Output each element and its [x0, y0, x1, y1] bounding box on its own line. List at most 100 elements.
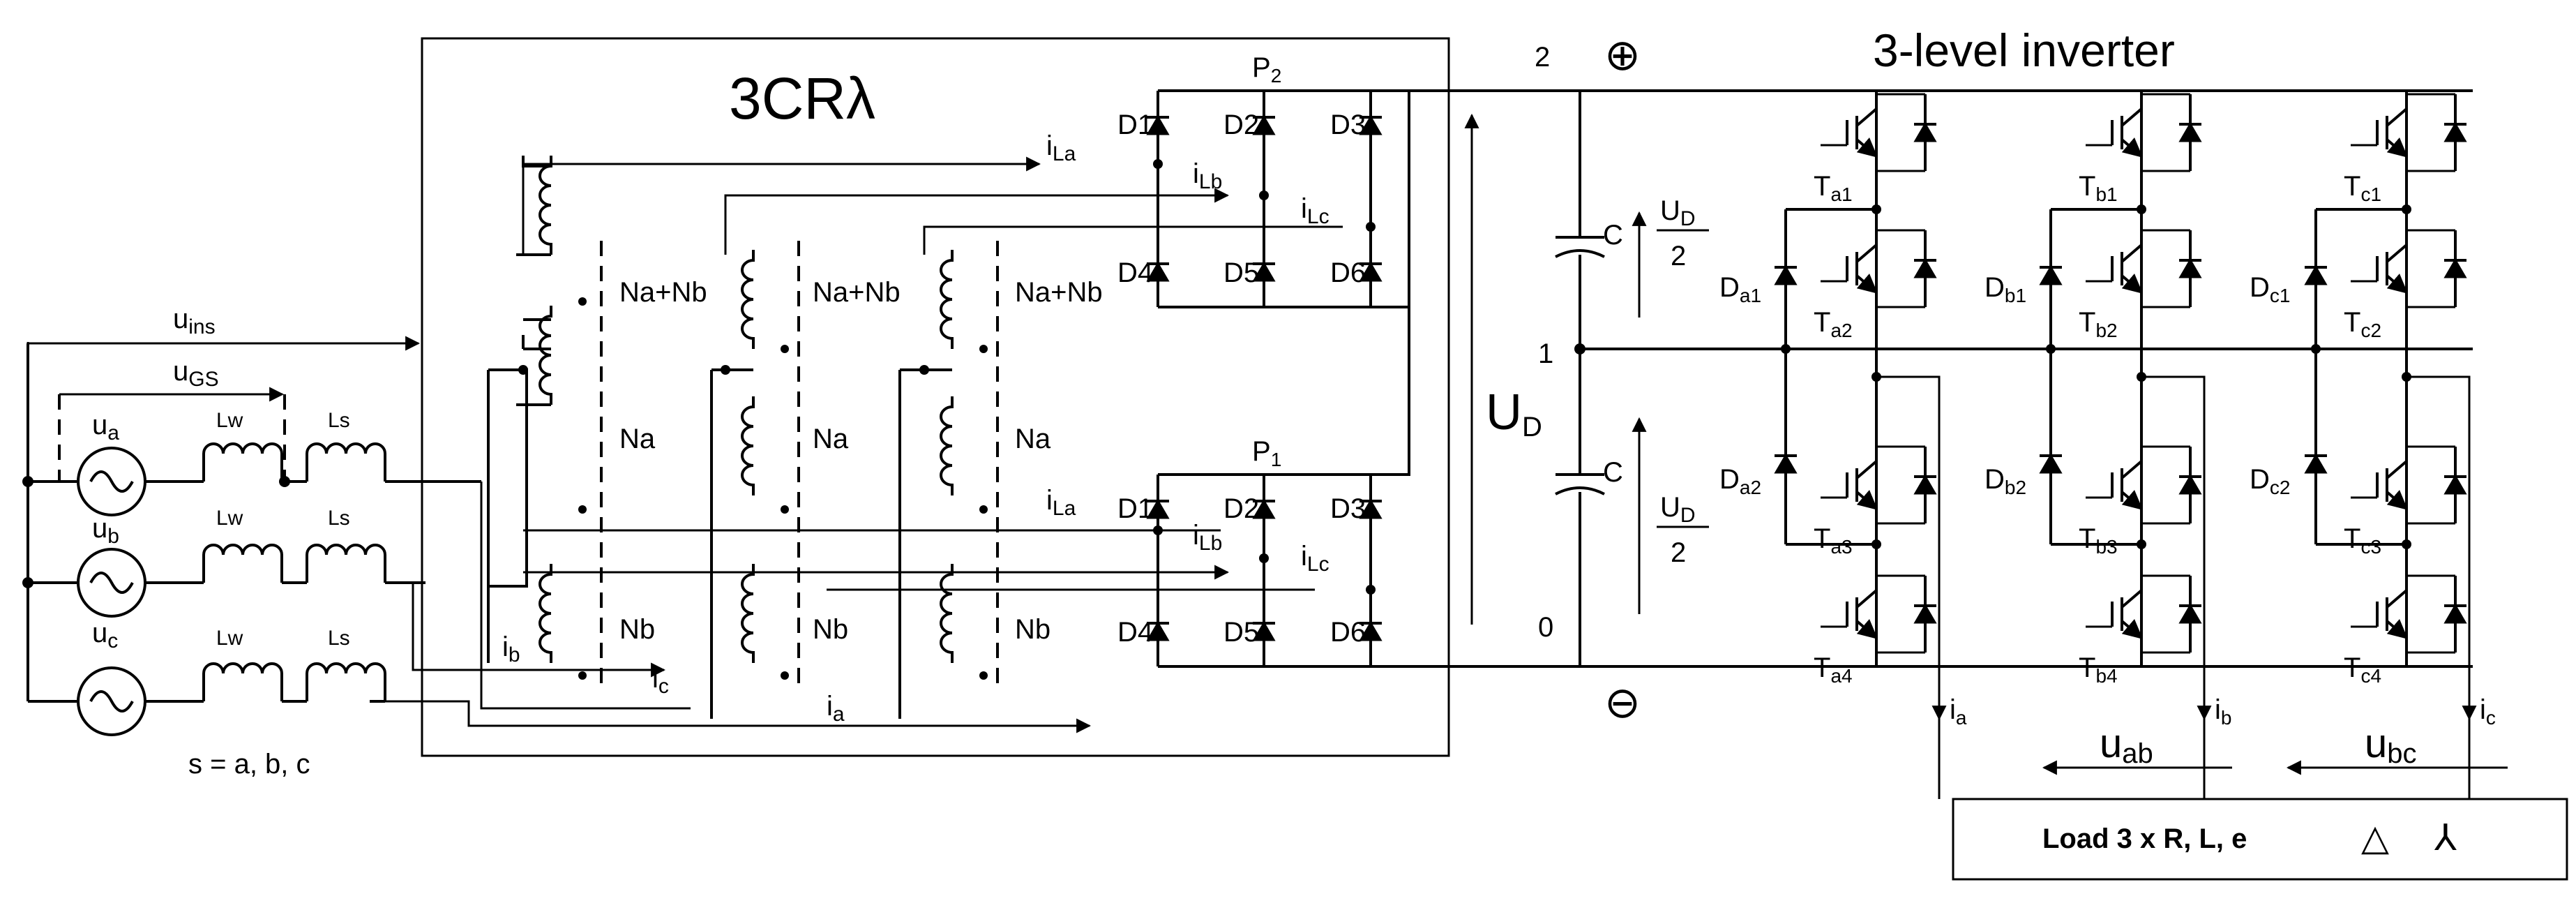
- label-na-1: Na: [619, 424, 656, 454]
- label-da2: Da2: [1719, 464, 1761, 498]
- label-na-2: Na: [813, 424, 849, 454]
- clamp-diode-c1: [2304, 265, 2328, 285]
- clamp-diode-c2: [2304, 454, 2328, 474]
- source-b: ub: [28, 513, 146, 618]
- label-tc4: Tc4: [2344, 652, 2381, 687]
- diode-label-p2-4: D4: [1117, 258, 1153, 288]
- source-a: ua: [28, 410, 146, 516]
- supply-section: uins uGS ua ub uc: [22, 304, 481, 780]
- freewheel-diode-b2: [2178, 258, 2202, 278]
- source-a-label: ua: [92, 410, 119, 445]
- clamp-diode-b1: [2039, 265, 2063, 285]
- diode-p2-1: [1146, 115, 1170, 135]
- label-da1: Da1: [1719, 272, 1761, 306]
- i-lc-bot: iLc: [1301, 541, 1330, 576]
- diode-p1-5: [1252, 621, 1276, 641]
- output-b: [2141, 375, 2212, 721]
- label-tc1: Tc1: [2344, 171, 2381, 205]
- label-nb-2: Nb: [813, 614, 848, 645]
- freewheel-diode-a3: [1913, 475, 1937, 495]
- s-label: s = a, b, c: [188, 749, 310, 780]
- freewheel-diode-a2: [1913, 258, 1937, 278]
- label-ta2: Ta2: [1814, 307, 1853, 341]
- diode-p1-4: [1146, 621, 1170, 641]
- label-db1: Db1: [1984, 272, 2026, 306]
- ubc-label: ubc: [2365, 721, 2417, 769]
- diode-p2-3: [1359, 115, 1383, 135]
- lw-label-b: Lw: [216, 507, 243, 530]
- label-na-nb-1: Na+Nb: [619, 277, 707, 308]
- cap-bot-label: C: [1603, 457, 1623, 488]
- diode-label-p1-5: D5: [1223, 617, 1259, 648]
- ud-half-bot-num: UD: [1660, 492, 1696, 527]
- label-tb1: Tb1: [2079, 171, 2118, 205]
- freewheel-diode-c2: [2443, 258, 2467, 278]
- diode-label-p1-2: D2: [1223, 493, 1259, 524]
- diode-p1-1: [1146, 499, 1170, 519]
- output-current-a: ia: [1950, 694, 1967, 729]
- winding-column-1: [516, 156, 603, 687]
- diode-p1-6: [1359, 621, 1383, 641]
- diode-label-p2-5: D5: [1223, 258, 1259, 288]
- ls-label-c: Ls: [328, 627, 350, 650]
- ud-half-top-num: UD: [1660, 195, 1696, 230]
- freewheel-diode-c4: [2443, 604, 2467, 624]
- freewheel-diode-a4: [1913, 604, 1937, 624]
- label-tb3: Tb3: [2079, 523, 2118, 558]
- output-c: [2406, 375, 2477, 721]
- inverter-title: 3-level inverter: [1873, 24, 2175, 76]
- freewheel-diode-b1: [2178, 122, 2202, 142]
- winding-column-2: [741, 241, 800, 687]
- label-ta1: Ta1: [1814, 171, 1853, 205]
- diode-label-p1-1: D1: [1117, 493, 1153, 524]
- node-1-label: 1: [1538, 338, 1553, 369]
- label-nb-3: Nb: [1015, 614, 1050, 645]
- diode-label-p2-3: D3: [1330, 110, 1366, 140]
- node-0-label: 0: [1538, 612, 1553, 643]
- label-ta4: Ta4: [1814, 652, 1853, 687]
- minus-symbol: ⊖: [1604, 679, 1641, 727]
- diode-p2-6: [1359, 262, 1383, 282]
- source-c-label: uc: [92, 618, 118, 652]
- diode-label-p1-3: D3: [1330, 493, 1366, 524]
- load-label: Load 3 x R, L, e: [2042, 823, 2247, 854]
- i-la-top: iLa: [1046, 130, 1076, 165]
- output-current-c: ic: [2480, 694, 2496, 729]
- i-c-label: ic: [652, 663, 669, 698]
- load-section: Load 3 x R, L, e △ ⅄ uab ubc: [1952, 721, 2568, 881]
- clamp-diode-a1: [1774, 265, 1798, 285]
- label-na-3: Na: [1015, 424, 1051, 454]
- label-tb4: Tb4: [2079, 652, 2118, 687]
- label-na-nb-2: Na+Nb: [813, 277, 901, 308]
- freewheel-diode-b3: [2178, 475, 2202, 495]
- freewheel-diode-b4: [2178, 604, 2202, 624]
- node-2-label: 2: [1535, 42, 1550, 73]
- link-p1-top: [1371, 91, 1410, 476]
- ls-label-b: Ls: [328, 507, 350, 530]
- diode-label-p2-2: D2: [1223, 110, 1259, 140]
- clamp-diode-b2: [2039, 454, 2063, 474]
- diode-p1-2: [1252, 499, 1276, 519]
- ud-half-bot-den: 2: [1671, 537, 1686, 568]
- diode-p2-5: [1252, 262, 1276, 282]
- label-tb2: Tb2: [2079, 307, 2118, 341]
- source-c: uc: [28, 618, 146, 736]
- delta-symbol: △: [2361, 818, 2389, 858]
- u-ins-label: uins: [173, 304, 216, 338]
- winding-column-3: [940, 241, 999, 687]
- wye-symbol: ⅄: [2434, 818, 2457, 858]
- block-title: 3CRλ: [729, 66, 875, 131]
- clamp-diode-a2: [1774, 454, 1798, 474]
- i-b-label: ib: [502, 632, 520, 666]
- inverter-legs: Ta1Ta2Ta3Ta4Da1Da2iaTb1Tb2Tb3Tb4Db1Db2ib…: [1719, 91, 2496, 799]
- label-dc2: Dc2: [2250, 464, 2290, 498]
- freewheel-diode-c1: [2443, 122, 2467, 142]
- plus-symbol: ⊕: [1604, 31, 1641, 80]
- label-db2: Db2: [1984, 464, 2026, 498]
- cap-top-label: C: [1603, 220, 1623, 251]
- diode-label-p1-4: D4: [1117, 617, 1153, 648]
- transformer-block: 3CRλ Na: [385, 37, 1450, 757]
